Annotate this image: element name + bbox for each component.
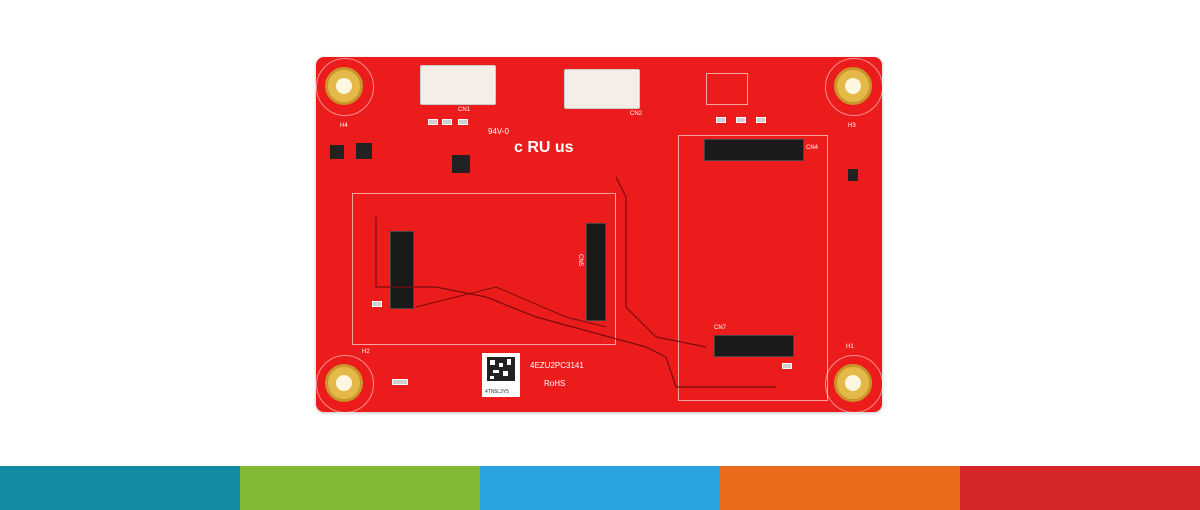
smd-part <box>392 379 408 385</box>
qr-code: 4TN5L3Y5 <box>482 353 520 397</box>
hole-ring <box>316 58 374 116</box>
header-cn5 <box>586 223 606 321</box>
color-segment <box>720 466 960 510</box>
connector-label: CN2 <box>630 111 643 117</box>
hole-ring <box>316 355 374 413</box>
smd-part <box>782 363 792 369</box>
smd-part <box>428 119 438 125</box>
traces <box>375 176 776 388</box>
rev-label: 94V-0 <box>488 127 509 136</box>
smd-part <box>442 119 452 125</box>
qr-caption: 4TN5L3Y5 <box>485 389 509 395</box>
hole-ring <box>825 58 883 116</box>
connector-cn1 <box>420 65 496 105</box>
hole-label: H2 <box>362 349 370 355</box>
mounting-hole-h2 <box>325 364 363 402</box>
smd-part <box>756 117 766 123</box>
ul-mark: c RU us <box>514 139 574 156</box>
smd-part <box>458 119 468 125</box>
connector-label: CN1 <box>458 107 471 113</box>
connector-label: CN7 <box>714 325 727 331</box>
smd-part <box>716 117 726 123</box>
smd-part <box>736 117 746 123</box>
color-segment <box>960 466 1200 510</box>
part-number: 4EZU2PC3141 <box>530 361 584 370</box>
color-segment <box>480 466 720 510</box>
mounting-hole-h4 <box>325 67 363 105</box>
hole-label: H4 <box>340 123 348 129</box>
silk-outline <box>352 193 616 345</box>
header-cn7 <box>714 335 794 357</box>
color-segment <box>0 466 240 510</box>
connector-label: CN4 <box>806 145 819 151</box>
rohs-label: RoHS <box>544 379 566 388</box>
silk-outline <box>678 135 828 401</box>
mounting-hole-h1 <box>834 364 872 402</box>
pcb-board: H4 H3 H2 H1 CN1 CN2 CN4 CN5 CN7 94V-0 c … <box>316 57 883 413</box>
ic-chip <box>452 155 470 173</box>
header-cn4 <box>704 139 804 161</box>
mounting-hole-h3 <box>834 67 872 105</box>
ic-chip <box>356 143 372 159</box>
connector-cn2 <box>564 69 640 109</box>
color-bar <box>0 466 1200 510</box>
hole-ring <box>825 355 883 413</box>
silk-outline <box>706 73 748 105</box>
ic-chip <box>848 169 858 181</box>
hole-label: H3 <box>848 123 856 129</box>
color-segment <box>240 466 480 510</box>
header-left <box>390 231 414 309</box>
smd-part <box>372 301 382 307</box>
ic-chip <box>330 145 344 159</box>
hole-label: H1 <box>846 344 854 350</box>
